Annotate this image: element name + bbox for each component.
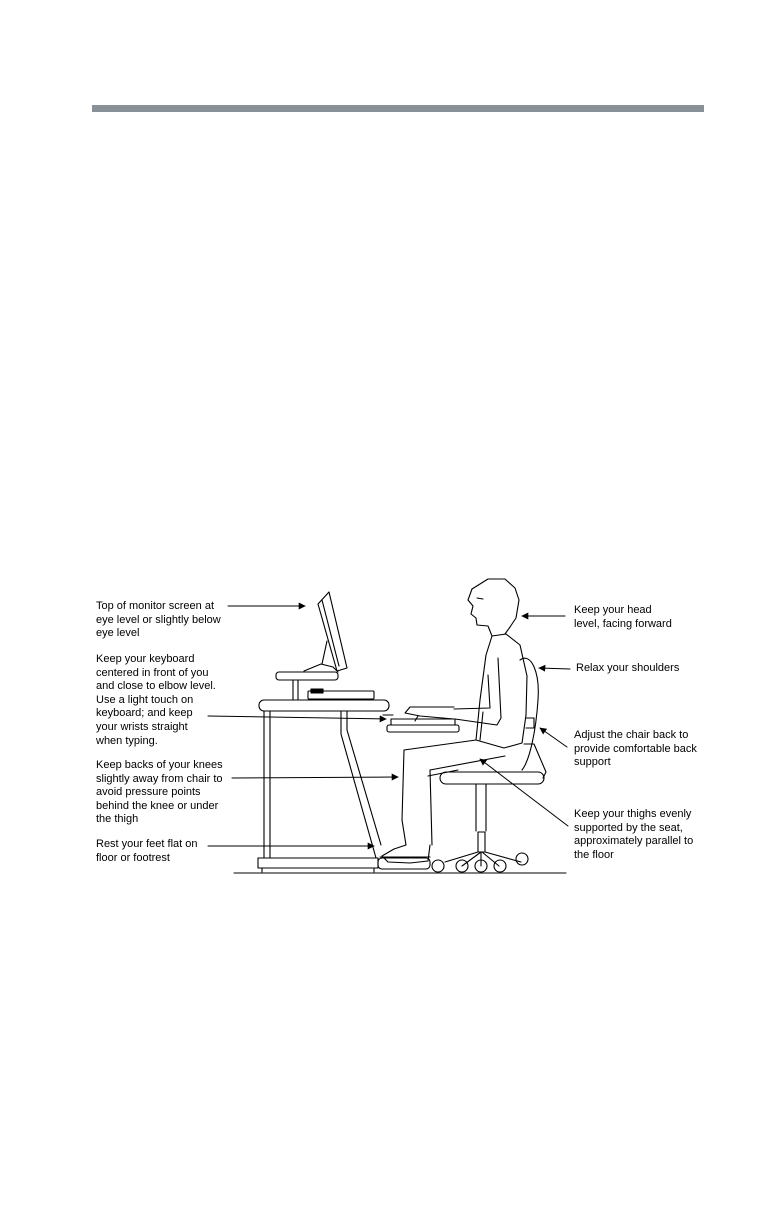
callout-keyboard: Keep your keyboard centered in front of …	[96, 653, 216, 747]
arrow-shoulders	[538, 664, 571, 672]
arrow-keyboard	[207, 715, 387, 723]
callout-thighs: Keep your thighs evenly supported by the…	[574, 808, 694, 861]
arrow-chair-back	[539, 727, 568, 748]
arrow-knees	[231, 773, 399, 781]
callout-chair-back: Adjust the chair back to provide comfort…	[574, 729, 697, 769]
callout-arrows	[207, 602, 571, 850]
seated-person	[377, 578, 528, 870]
monitor	[275, 591, 375, 701]
desk	[257, 699, 460, 873]
callout-monitor: Top of monitor screen at eye level or sl…	[96, 600, 221, 640]
callout-shoulders: Relax your shoulders	[576, 662, 680, 674]
header-rule	[92, 105, 704, 112]
callout-knees: Keep backs of your knees slightly away f…	[96, 759, 223, 826]
callout-feet: Rest your feet flat on floor or footrest	[96, 838, 198, 864]
chair	[431, 657, 547, 873]
callout-head: Keep your head level, facing forward	[574, 604, 672, 630]
arrow-thighs	[479, 758, 569, 827]
